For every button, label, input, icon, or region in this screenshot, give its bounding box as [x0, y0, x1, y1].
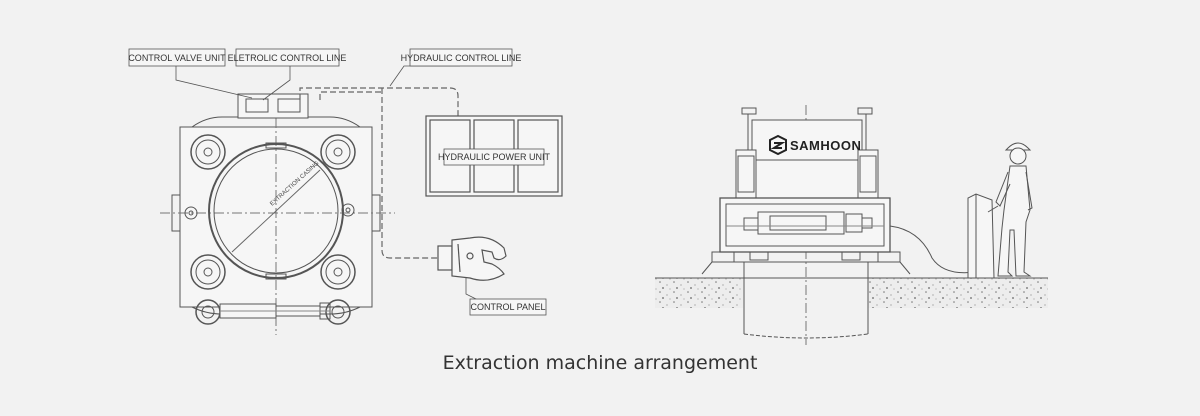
label-hydraulic-control-line: HYDRAULIC CONTROL LINE — [401, 48, 522, 67]
corner-cylinder-tr — [320, 134, 356, 170]
lift-cylinder-right — [857, 149, 879, 199]
label-text-control-valve-unit: CONTROL VALVE UNIT — [128, 53, 226, 63]
label-text-hydraulic-control-line: HYDRAULIC CONTROL LINE — [401, 53, 522, 63]
casing-top-tab — [265, 142, 287, 149]
corner-cylinder-tl — [190, 134, 226, 170]
control-panel-drawing — [437, 236, 507, 281]
foot-right — [877, 251, 901, 263]
clamp-cylinder — [757, 211, 845, 235]
samhoon-logo: SAMHOON — [769, 134, 861, 156]
top-cap-right — [857, 107, 873, 115]
foot-left — [711, 251, 735, 263]
extraction-casing-circle — [208, 143, 344, 279]
top-view-drawing — [160, 93, 395, 335]
label-hydraulic-power-unit: HYDRAULIC POWER UNIT — [438, 148, 551, 166]
control-stand — [967, 193, 995, 279]
valve-connector-left — [245, 98, 269, 113]
casing-diagonal — [231, 169, 321, 253]
label-control-panel: CONTROL PANEL — [469, 298, 547, 316]
label-electric-control-line: ELETROLIC CONTROL LINE — [228, 48, 347, 67]
side-pin-left — [184, 206, 198, 220]
ground-soil — [655, 277, 1048, 308]
casing-bottom-tab — [265, 273, 287, 280]
top-cap-left — [741, 107, 757, 115]
samhoon-logo-icon — [769, 134, 787, 156]
valve-connector-right — [277, 98, 301, 113]
hose-line — [889, 225, 976, 274]
bottom-clamp-cylinder — [195, 299, 351, 325]
side-view-drawing — [701, 105, 1033, 345]
hydraulic-control-line — [299, 87, 459, 259]
brand-name: SAMHOON — [790, 138, 861, 153]
label-text-control-panel: CONTROL PANEL — [470, 302, 545, 312]
label-text-electric-control-line: ELETROLIC CONTROL LINE — [228, 53, 347, 63]
extraction-casing-inner — [213, 148, 339, 274]
center-block — [755, 159, 859, 199]
diagram-caption: Extraction machine arrangement — [442, 352, 758, 374]
control-valve-unit-block — [237, 93, 309, 119]
label-text-hydraulic-power-unit: HYDRAULIC POWER UNIT — [438, 152, 551, 162]
label-control-valve-unit: CONTROL VALVE UNIT — [128, 48, 226, 67]
lift-cylinder-left — [735, 149, 757, 199]
corner-cylinder-br — [320, 254, 356, 290]
corner-cylinder-bl — [190, 254, 226, 290]
side-pin-right — [341, 203, 355, 217]
operator-figure — [995, 142, 1033, 277]
